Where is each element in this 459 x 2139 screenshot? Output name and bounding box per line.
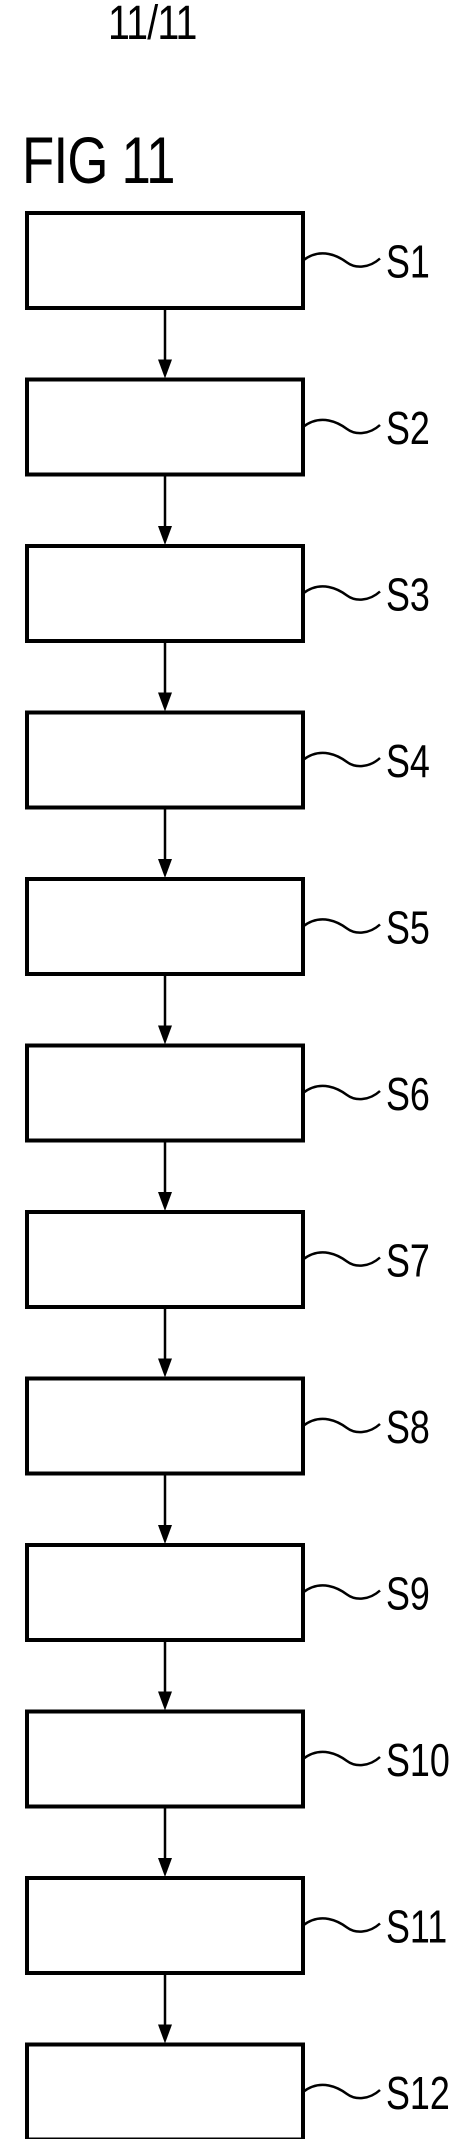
step-label-6: S6 bbox=[386, 1069, 430, 1120]
step-label-10: S10 bbox=[386, 1735, 450, 1786]
step-box-3 bbox=[25, 544, 305, 643]
step-box-6 bbox=[25, 1043, 305, 1143]
arrow-head-10 bbox=[158, 1858, 172, 1877]
arrow-head-5 bbox=[158, 1025, 172, 1045]
step-leader-7 bbox=[302, 1251, 381, 1267]
step-leader-3 bbox=[302, 585, 381, 601]
step-box-7 bbox=[25, 1210, 305, 1309]
step-leader-6 bbox=[302, 1084, 381, 1101]
step-label-1: S1 bbox=[386, 236, 430, 287]
step-leader-12 bbox=[302, 2083, 381, 2100]
step-leader-1 bbox=[302, 252, 381, 268]
arrow-head-1 bbox=[158, 359, 172, 379]
step-box-5 bbox=[25, 877, 305, 976]
arrow-head-2 bbox=[158, 526, 172, 545]
arrow-head-7 bbox=[158, 1358, 172, 1378]
step-label-9: S9 bbox=[386, 1568, 430, 1619]
step-box-8 bbox=[25, 1376, 305, 1476]
arrow-head-9 bbox=[158, 1691, 172, 1711]
step-label-11: S11 bbox=[386, 1901, 447, 1952]
step-box-11 bbox=[25, 1876, 305, 1975]
step-leader-10 bbox=[302, 1750, 381, 1767]
sheet-number: 11/11 bbox=[108, 0, 197, 50]
step-box-1 bbox=[25, 211, 305, 310]
step-box-9 bbox=[25, 1543, 305, 1642]
step-label-4: S4 bbox=[386, 736, 430, 787]
step-label-7: S7 bbox=[386, 1235, 430, 1286]
step-box-4 bbox=[25, 710, 305, 810]
arrow-head-8 bbox=[158, 1525, 172, 1544]
step-box-2 bbox=[25, 377, 305, 477]
arrow-head-6 bbox=[158, 1192, 172, 1211]
arrow-head-11 bbox=[158, 2024, 172, 2044]
step-label-8: S8 bbox=[386, 1402, 430, 1453]
step-leader-5 bbox=[302, 918, 381, 934]
step-leader-9 bbox=[302, 1584, 381, 1600]
figure-title: FIG 11 bbox=[22, 123, 175, 197]
step-leader-11 bbox=[302, 1917, 381, 1933]
step-label-3: S3 bbox=[386, 569, 430, 620]
step-leader-8 bbox=[302, 1417, 381, 1434]
step-box-10 bbox=[25, 1709, 305, 1809]
step-box-12 bbox=[25, 2042, 305, 2139]
arrow-head-4 bbox=[158, 859, 172, 878]
step-leader-4 bbox=[302, 751, 381, 768]
step-label-2: S2 bbox=[386, 403, 430, 454]
step-label-12: S12 bbox=[386, 2068, 450, 2119]
step-label-5: S5 bbox=[386, 902, 430, 953]
step-leader-2 bbox=[302, 418, 381, 435]
arrow-head-3 bbox=[158, 692, 172, 712]
